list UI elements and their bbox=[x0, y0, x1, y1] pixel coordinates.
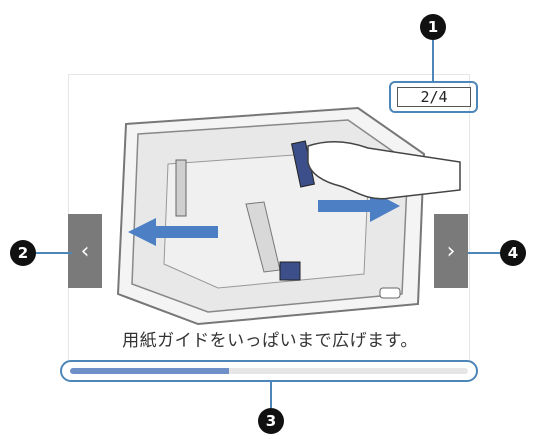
callout-3: 3 bbox=[258, 408, 284, 434]
previous-button[interactable]: ‹ bbox=[68, 214, 102, 288]
page-indicator-highlight: 2/4 bbox=[389, 81, 478, 113]
callout-4-line bbox=[468, 252, 500, 254]
chevron-left-icon: ‹ bbox=[80, 238, 90, 264]
progress-bar bbox=[70, 368, 468, 374]
page-indicator: 2/4 bbox=[397, 87, 471, 107]
progress-fill bbox=[70, 368, 230, 374]
callout-1: 1 bbox=[420, 14, 446, 40]
step-caption: 用紙ガイドをいっぱいまで広げます。 bbox=[122, 331, 418, 351]
callout-3-line bbox=[270, 382, 272, 408]
paper-cassette-illustration bbox=[116, 106, 461, 326]
callout-2-line bbox=[36, 252, 72, 254]
next-button[interactable]: › bbox=[434, 214, 468, 288]
callout-1-line bbox=[432, 40, 434, 81]
callout-2: 2 bbox=[10, 240, 36, 266]
callout-4: 4 bbox=[500, 240, 526, 266]
chevron-right-icon: › bbox=[446, 238, 456, 264]
progress-bar-highlight bbox=[60, 360, 478, 382]
